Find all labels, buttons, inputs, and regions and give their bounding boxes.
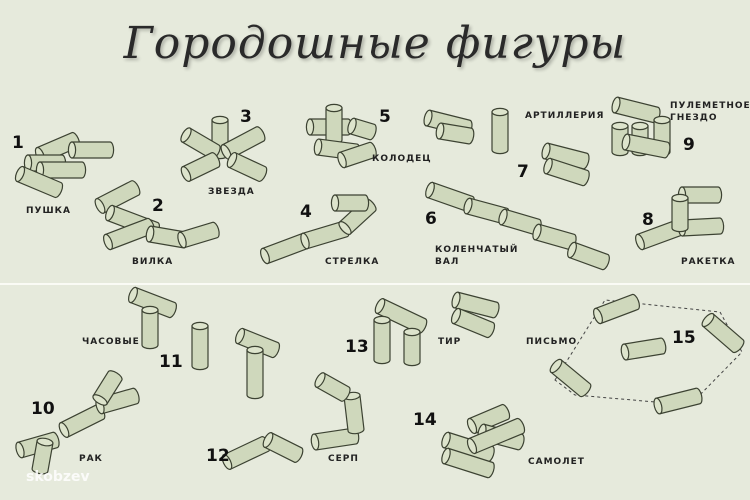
figure-number-5: 5 <box>379 107 391 127</box>
figure-number-4: 4 <box>300 202 312 222</box>
figure-9 <box>611 96 671 159</box>
gorodki-stick <box>621 133 671 159</box>
figure-label-5: КОЛОДЕЦ <box>372 154 432 164</box>
gorodki-stick <box>373 315 391 365</box>
figure-label-8: РАКЕТКА <box>681 257 736 267</box>
gorodki-stick <box>466 403 511 435</box>
gorodki-stick <box>593 293 640 325</box>
gorodki-stick <box>435 122 475 145</box>
gorodki-stick <box>226 151 268 182</box>
figure-13 <box>373 291 500 367</box>
figure-label-2: ВИЛКА <box>132 257 174 267</box>
gorodki-stick <box>343 391 365 435</box>
gorodki-stick <box>177 221 220 249</box>
figure-3 <box>180 115 268 183</box>
figure-14 <box>441 403 526 479</box>
figure-number-2: 2 <box>152 196 164 216</box>
gorodki-stick <box>653 387 703 415</box>
figure-number-14: 14 <box>413 410 437 430</box>
gorodki-stick <box>314 372 351 402</box>
figure-label-4: СТРЕЛКА <box>325 257 380 267</box>
figure-7 <box>423 107 590 187</box>
figure-number-7: 7 <box>517 162 529 182</box>
figure-number-3: 3 <box>240 107 252 127</box>
gorodki-stick <box>451 291 500 319</box>
watermark: skobzev <box>26 469 90 485</box>
figure-number-12: 12 <box>206 446 230 466</box>
gorodki-stick <box>262 432 304 463</box>
figure-label-1: ПУШКА <box>26 206 71 216</box>
gorodki-stick <box>441 447 495 479</box>
figure-4 <box>260 194 377 265</box>
gorodki-stick <box>35 161 87 179</box>
figure-number-9: 9 <box>683 135 695 155</box>
gorodki-stick <box>180 152 221 183</box>
gorodki-stick <box>701 312 745 354</box>
gorodki-stick <box>337 141 377 169</box>
gorodki-stick <box>491 107 509 155</box>
gorodki-stick <box>403 327 421 367</box>
gorodki-stick <box>325 103 343 145</box>
gorodki-stick <box>567 241 610 271</box>
figure-label-12: СЕРП <box>328 454 359 464</box>
figure-label-6: КОЛЕНЧАТЫЙ ВАЛ <box>435 245 519 267</box>
letter-outline <box>554 299 743 406</box>
figure-2 <box>94 180 220 251</box>
page-title: Городошные фигуры <box>123 18 627 69</box>
gorodki-stick <box>94 180 141 214</box>
figure-6 <box>425 181 610 271</box>
figure-label-9: ПУЛЕМЕТНОЕ ГНЕЗДО <box>670 101 750 123</box>
figure-label-15: ПИСЬМО <box>526 337 578 347</box>
figure-number-10: 10 <box>31 399 55 419</box>
gorodki-stick <box>347 117 377 141</box>
figure-number-11: 11 <box>159 352 183 372</box>
figure-label-7: АРТИЛЛЕРИЯ <box>525 111 605 121</box>
figure-label-14: САМОЛЕТ <box>528 457 585 467</box>
figure-11 <box>127 286 281 400</box>
figure-10 <box>15 370 140 475</box>
figure-5 <box>305 103 377 169</box>
gorodki-stick <box>191 321 209 371</box>
gorodki-stick <box>92 370 123 406</box>
figure-number-1: 1 <box>12 133 24 153</box>
figure-number-6: 6 <box>425 209 437 229</box>
figure-number-15: 15 <box>672 328 696 348</box>
gorodki-stick <box>246 345 264 400</box>
gorodki-stick <box>543 157 590 187</box>
gorodki-stick <box>310 427 360 451</box>
figure-label-10: РАК <box>79 454 103 464</box>
gorodki-stick <box>330 194 370 212</box>
figure-12 <box>221 372 365 471</box>
gorodki-stick <box>549 358 592 398</box>
gorodki-stick <box>466 417 526 455</box>
gorodki-stick <box>31 437 54 475</box>
figure-15 <box>549 293 745 415</box>
gorodki-stick <box>234 327 281 359</box>
figure-8 <box>635 186 725 251</box>
section-divider <box>0 283 750 285</box>
gorodki-stick <box>14 165 64 199</box>
gorodki-stick <box>127 286 178 319</box>
figure-label-13: ТИР <box>438 337 462 347</box>
figure-1 <box>14 131 115 199</box>
figure-number-13: 13 <box>345 337 369 357</box>
gorodki-stick <box>141 305 159 350</box>
figure-number-8: 8 <box>642 210 654 230</box>
gorodki-stick <box>620 337 667 361</box>
gorodki-stick <box>671 193 689 233</box>
figure-label-11: ЧАСОВЫЕ <box>82 337 140 347</box>
gorodki-stick <box>450 307 496 339</box>
gorodki-stick <box>67 141 115 159</box>
figure-label-3: ЗВЕЗДА <box>208 187 255 197</box>
